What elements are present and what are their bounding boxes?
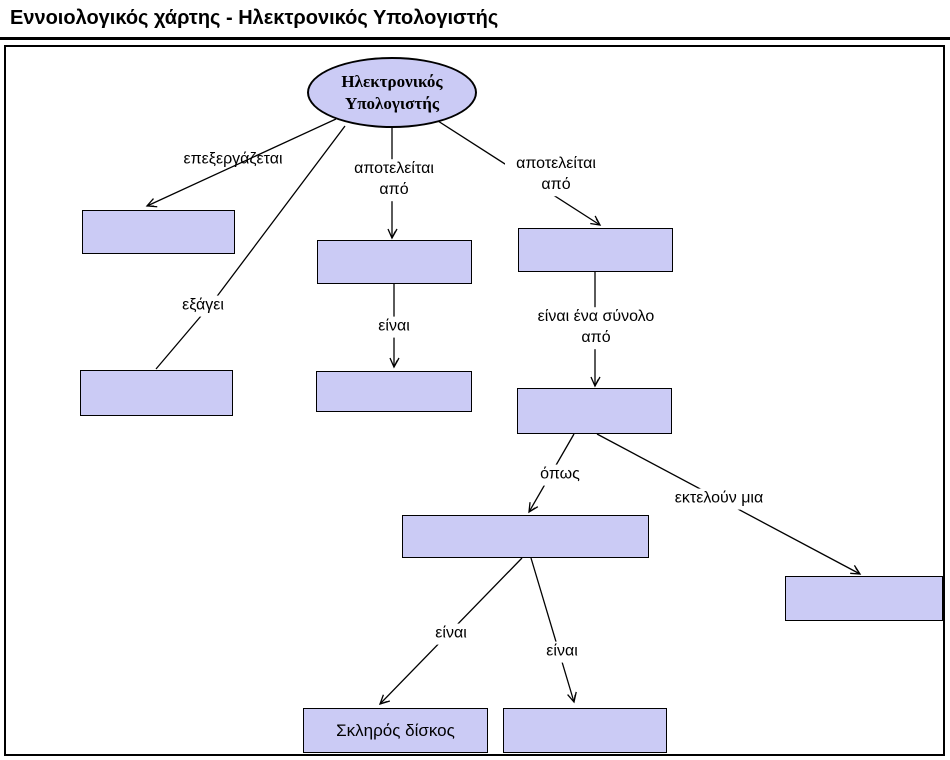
concept-box-hard-disk: Σκληρός δίσκος (303, 708, 488, 753)
root-label-line1: Ηλεκτρονικός (341, 72, 443, 92)
concept-box-such-as-target[interactable] (402, 515, 649, 558)
concept-node-root: Ηλεκτρονικός Υπολογιστής (307, 57, 477, 128)
concept-box-component-1-type[interactable] (316, 371, 472, 412)
edge-label-exports: εξάγει (180, 295, 226, 317)
edge-label-consists-1: αποτελείται από (343, 159, 445, 201)
edge-label-is-a-set-of: είναι ένα σύνολο από (528, 307, 664, 349)
concept-box-component-2[interactable] (518, 228, 673, 272)
edge-line-processes (145, 118, 337, 208)
edge-line-is-3 (530, 557, 577, 704)
hard-disk-label: Σκληρός δίσκος (336, 720, 455, 740)
edge-label-is-1: είναι (376, 316, 412, 338)
edge-label-consists-2: αποτελείται από (505, 154, 607, 196)
concept-box-component-1[interactable] (317, 240, 472, 284)
root-label-line2: Υπολογιστής (344, 93, 440, 113)
page-title: Εννοιολογικός χάρτης - Ηλεκτρονικός Υπολ… (10, 7, 499, 29)
title-underline (0, 37, 950, 40)
edge-label-is-2: είναι (433, 623, 469, 645)
edge-label-such-as: όπως (538, 464, 582, 486)
edge-label-execute-a: εκτελούν μια (672, 488, 766, 510)
edge-label-processes: επεξεργάζεται (183, 150, 283, 168)
concept-box-set-of-target[interactable] (517, 388, 672, 434)
diagram-frame (4, 45, 945, 756)
concept-box-exports-target[interactable] (80, 370, 233, 416)
edge-label-is-3: είναι (544, 641, 580, 663)
concept-box-such-as-type-2[interactable] (503, 708, 667, 753)
concept-box-processes-target[interactable] (82, 210, 235, 254)
concept-box-execute-target[interactable] (785, 576, 943, 621)
